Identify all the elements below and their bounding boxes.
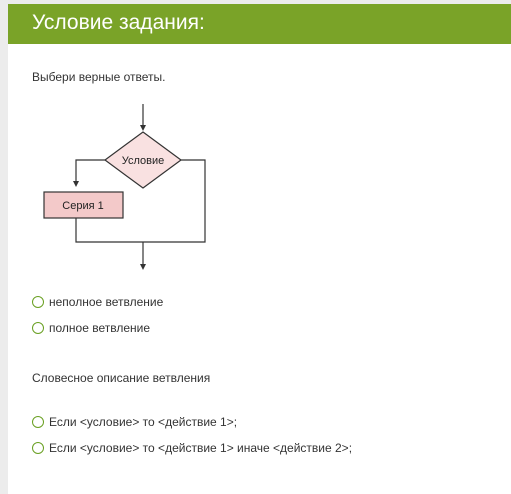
series-box bbox=[43, 191, 124, 219]
task-header: Условие задания: bbox=[8, 4, 511, 44]
radio-button[interactable] bbox=[32, 442, 44, 454]
flow-series-merge bbox=[75, 218, 143, 243]
header-title: Условие задания: bbox=[32, 11, 205, 34]
series-label: Серия 1 bbox=[62, 200, 103, 212]
flowchart-diagram: Условие Серия 1 bbox=[43, 104, 206, 270]
radio-button[interactable] bbox=[32, 416, 44, 428]
option-complete-branching[interactable]: полное ветвление bbox=[32, 320, 150, 336]
option-if-then-else[interactable]: Если <условие> то <действие 1> иначе <де… bbox=[32, 440, 352, 456]
option-label: полное ветвление bbox=[49, 321, 151, 335]
option-incomplete-branching[interactable]: неполное ветвление bbox=[32, 294, 163, 310]
condition-diamond bbox=[103, 131, 183, 189]
option-label: Если <условие> то <действие 1>; bbox=[49, 415, 238, 429]
flow-left-branch bbox=[73, 159, 105, 187]
instruction-text: Выбери верные ответы. bbox=[32, 70, 166, 84]
section-title: Словесное описание ветвления bbox=[32, 371, 211, 385]
task-card: Условие задания: Выбери верные ответы. У… bbox=[8, 4, 511, 494]
radio-button[interactable] bbox=[32, 296, 44, 308]
option-label: неполное ветвление bbox=[49, 295, 164, 309]
option-if-then[interactable]: Если <условие> то <действие 1>; bbox=[32, 414, 237, 430]
option-label: Если <условие> то <действие 1> иначе <де… bbox=[49, 441, 353, 455]
flow-right-branch bbox=[143, 159, 206, 243]
condition-label: Условие bbox=[122, 155, 165, 167]
radio-button[interactable] bbox=[32, 322, 44, 334]
